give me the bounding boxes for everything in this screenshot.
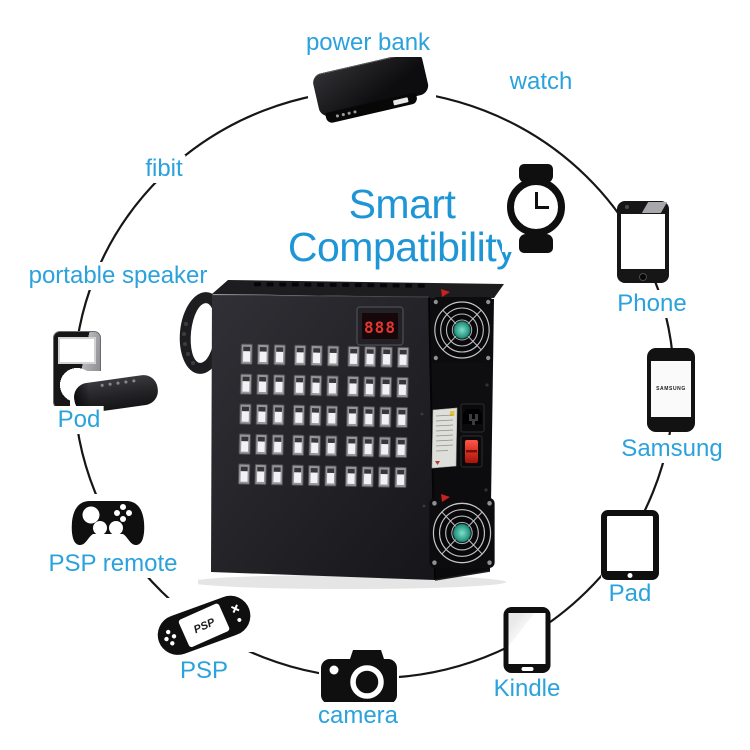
device-phone [617, 201, 669, 283]
device-psp: PSP [155, 595, 255, 655]
device-camera [319, 644, 399, 706]
label-pod: Pod [54, 406, 104, 434]
device-kindle [503, 607, 551, 673]
label-psp: PSP [176, 657, 232, 685]
ereader-icon [503, 607, 551, 673]
fan-warning-marker-bottom [441, 494, 450, 502]
device-samsung: SAMSUNG [647, 348, 695, 432]
spec-label [431, 407, 458, 469]
phone-icon [617, 201, 669, 283]
label-phone: Phone [614, 290, 690, 318]
power-bank-icon [311, 50, 433, 130]
cooling-fan-bottom [428, 497, 496, 569]
power-inlet [460, 403, 485, 433]
gamepad-icon [71, 501, 145, 545]
charging-station-image: 888 [190, 268, 528, 598]
camera-icon [321, 650, 397, 704]
charging-station: 888 [190, 280, 506, 589]
usb-port-grid [237, 343, 410, 489]
led-display-value: 888 [364, 318, 396, 337]
page-title: Smart Compatibility [287, 181, 517, 271]
psp-icon: PSP [157, 595, 251, 655]
title-line-1: Smart [348, 181, 456, 227]
samsung-screen-text: SAMSUNG [656, 386, 686, 392]
label-pad: Pad [605, 580, 655, 608]
title-line-2: Compatibility [287, 224, 517, 271]
tablet-icon [601, 510, 659, 580]
samsung-phone-icon: SAMSUNG [647, 348, 695, 432]
device-power-bank [308, 50, 436, 126]
label-portable-speaker: portable speaker [25, 262, 211, 290]
label-watch: watch [506, 68, 576, 96]
label-fibit: fibit [142, 155, 186, 183]
cooling-fan-top [430, 296, 494, 364]
label-samsung: Samsung [618, 435, 726, 463]
label-kindle: Kindle [490, 675, 564, 703]
device-psp-remote [68, 494, 148, 552]
led-display: 888 [356, 306, 404, 346]
label-psp-remote: PSP remote [45, 550, 181, 578]
device-watch [502, 164, 570, 253]
label-camera: camera [314, 702, 402, 730]
charger-front-face [211, 295, 435, 580]
vent-holes [254, 282, 425, 288]
power-switch [460, 435, 483, 468]
fan-warning-marker-top [441, 289, 450, 297]
label-power-bank: power bank [302, 29, 434, 57]
device-pad [601, 510, 659, 580]
